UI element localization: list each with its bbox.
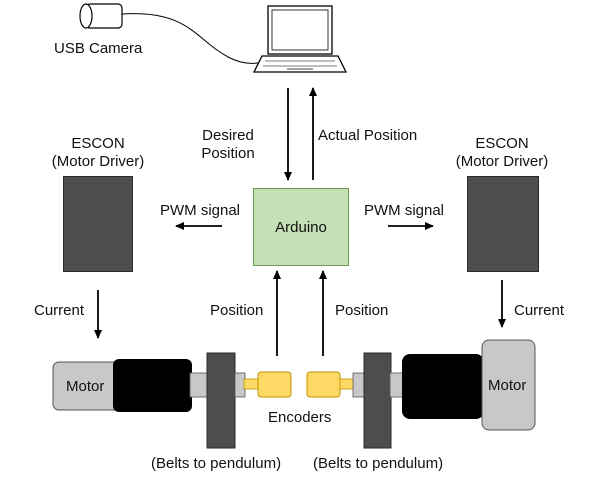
right-motor-assembly <box>306 339 536 449</box>
desired-position-label: Desired Position <box>201 127 255 162</box>
escon-right-box <box>467 176 539 272</box>
left-encoder <box>257 371 292 398</box>
right-coupler <box>339 378 355 390</box>
encoders-label: Encoders <box>268 409 332 426</box>
laptop-icon <box>252 5 348 73</box>
usb-cable <box>121 13 263 64</box>
usb-camera-label: USB Camera <box>54 40 143 57</box>
position-left-label: Position <box>210 302 264 319</box>
right-shaft <box>352 372 366 398</box>
current-left-label: Current <box>34 302 85 319</box>
arduino-box: Arduino <box>253 188 349 266</box>
left-motor-assembly <box>52 352 292 449</box>
position-right-label: Position <box>335 302 389 319</box>
escon-left-label: ESCON (Motor Driver) <box>51 135 145 170</box>
arduino-label: Arduino <box>275 218 327 236</box>
pwm-left-label: PWM signal <box>160 202 241 219</box>
left-shaft-2 <box>234 372 246 398</box>
escon-right-label: ESCON (Motor Driver) <box>455 135 549 170</box>
current-right-label: Current <box>514 302 565 319</box>
right-encoder <box>306 371 341 398</box>
right-pulley <box>363 352 392 449</box>
pwm-right-label: PWM signal <box>364 202 445 219</box>
usb-camera-icon <box>79 3 123 29</box>
belts-left-label: (Belts to pendulum) <box>151 455 282 472</box>
right-shaft-2 <box>389 372 405 398</box>
belts-right-label: (Belts to pendulum) <box>313 455 444 472</box>
left-motor-gearbox <box>113 359 192 412</box>
actual-position-label: Actual Position <box>318 127 418 144</box>
motor-left-label: Motor <box>66 378 105 395</box>
right-motor-body <box>481 339 536 431</box>
motor-right-label: Motor <box>488 377 527 394</box>
left-pulley <box>206 352 236 449</box>
left-shaft <box>189 372 209 398</box>
left-coupler <box>243 378 259 390</box>
right-motor-gearbox <box>402 354 484 419</box>
escon-left-box <box>63 176 133 272</box>
